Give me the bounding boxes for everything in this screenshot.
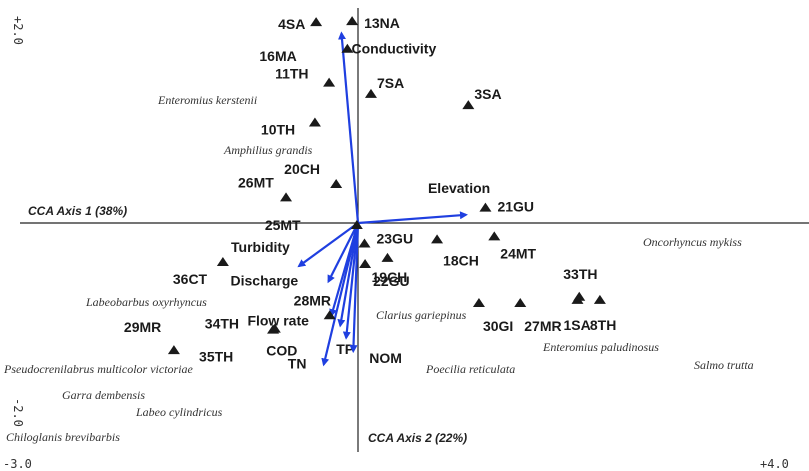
site-label: 22GU <box>373 273 410 289</box>
site-label: 25MT <box>265 217 301 233</box>
site-label: 19CH <box>372 269 408 285</box>
site-marker <box>350 220 363 230</box>
site-label: 27MR <box>524 318 561 334</box>
site-marker <box>216 256 229 266</box>
env-vector-label: Elevation <box>428 180 490 196</box>
site-label: 20CH <box>284 161 320 177</box>
site-marker <box>267 324 280 334</box>
species-label: Labeobarbus oxyrhyncus <box>85 295 207 309</box>
x-axis-title: CCA Axis 1 (38%) <box>28 204 127 218</box>
species-label: Oncorhyncus mykiss <box>643 235 742 249</box>
env-vector-arrow <box>321 222 360 367</box>
site-label: 29MR <box>124 319 161 335</box>
site-label: 36CT <box>173 271 208 287</box>
env-vector-label: Conductivity <box>351 40 436 56</box>
env-vector-arrow <box>342 222 360 340</box>
site-marker <box>359 259 372 268</box>
site-label: 24MT <box>500 245 536 261</box>
species-label: Garra dembensis <box>62 388 145 402</box>
species-label: Salmo trutta <box>694 358 754 372</box>
site-marker <box>310 17 323 27</box>
site-label: 8TH <box>590 317 616 333</box>
site-label: 3SA <box>474 86 501 102</box>
env-vector-label: Flow rate <box>247 312 309 328</box>
site-label: 1SA <box>563 317 590 333</box>
env-vector-label: Turbidity <box>231 239 290 255</box>
site-marker <box>472 297 485 307</box>
env-vector-arrow <box>349 222 360 354</box>
site-marker <box>358 238 371 248</box>
site-label: 28MR <box>294 292 331 308</box>
site-label: 26MT <box>238 174 274 190</box>
site-label: 7SA <box>377 75 404 91</box>
site-marker <box>167 345 180 355</box>
site-marker <box>593 294 606 304</box>
site-label: 18CH <box>443 252 479 268</box>
species-label: Amphilius grandis <box>223 143 313 157</box>
site-label: 13NA <box>364 15 400 31</box>
species-label: Enteromius paludinosus <box>542 340 659 354</box>
site-label: 16MA <box>259 48 296 64</box>
site-label: 35TH <box>199 349 233 365</box>
site-label: 4SA <box>278 16 305 32</box>
env-vector-arrow <box>338 31 360 224</box>
env-vector-arrow <box>337 222 360 328</box>
species-label: Poecilia reticulata <box>425 362 515 376</box>
site-label: 23GU <box>376 231 413 247</box>
env-vector-label: Discharge <box>231 272 299 288</box>
site-marker <box>330 179 343 189</box>
site-label: 30GI <box>483 318 513 334</box>
env-vector-label: COD <box>266 343 297 359</box>
tick-y-max: +2.0 <box>11 16 25 45</box>
site-marker <box>488 231 501 241</box>
site-label: 21GU <box>497 199 534 215</box>
site-marker <box>479 202 492 212</box>
env-vector-label: NOM <box>369 350 402 366</box>
site-marker <box>571 294 584 304</box>
site-marker <box>462 100 475 110</box>
site-label: 10TH <box>261 122 295 138</box>
species-label: Chiloglanis brevibarbis <box>6 430 120 444</box>
site-marker <box>381 252 394 262</box>
site-marker <box>323 77 336 87</box>
site-marker <box>308 117 321 127</box>
site-marker <box>323 310 336 320</box>
site-marker <box>514 297 527 307</box>
species-label: Enteromius kerstenii <box>157 93 257 107</box>
site-label: 33TH <box>563 266 597 282</box>
env-vector-label: TP <box>336 341 354 357</box>
site-marker <box>364 88 377 98</box>
env-vector-arrow <box>357 211 468 225</box>
tick-x-max: +4.0 <box>760 457 789 471</box>
species-label: Clarius gariepinus <box>376 308 467 322</box>
species-label: Labeo cylindricus <box>135 405 223 419</box>
species-label: Pseudocrenilabrus multicolor victoriae <box>3 362 194 376</box>
site-marker <box>431 234 444 244</box>
site-marker <box>280 192 293 202</box>
site-marker <box>341 43 354 53</box>
site-marker <box>346 16 359 26</box>
site-label: 34TH <box>205 316 239 332</box>
env-vector-arrow <box>327 222 359 284</box>
tick-y-min: -2.0 <box>11 398 25 427</box>
env-vector-label: TN <box>288 355 307 371</box>
y-axis-title: CCA Axis 2 (22%) <box>368 431 467 445</box>
site-label: 11TH <box>275 66 308 82</box>
tick-x-min: -3.0 <box>3 457 32 471</box>
env-vector-arrow <box>297 222 359 268</box>
